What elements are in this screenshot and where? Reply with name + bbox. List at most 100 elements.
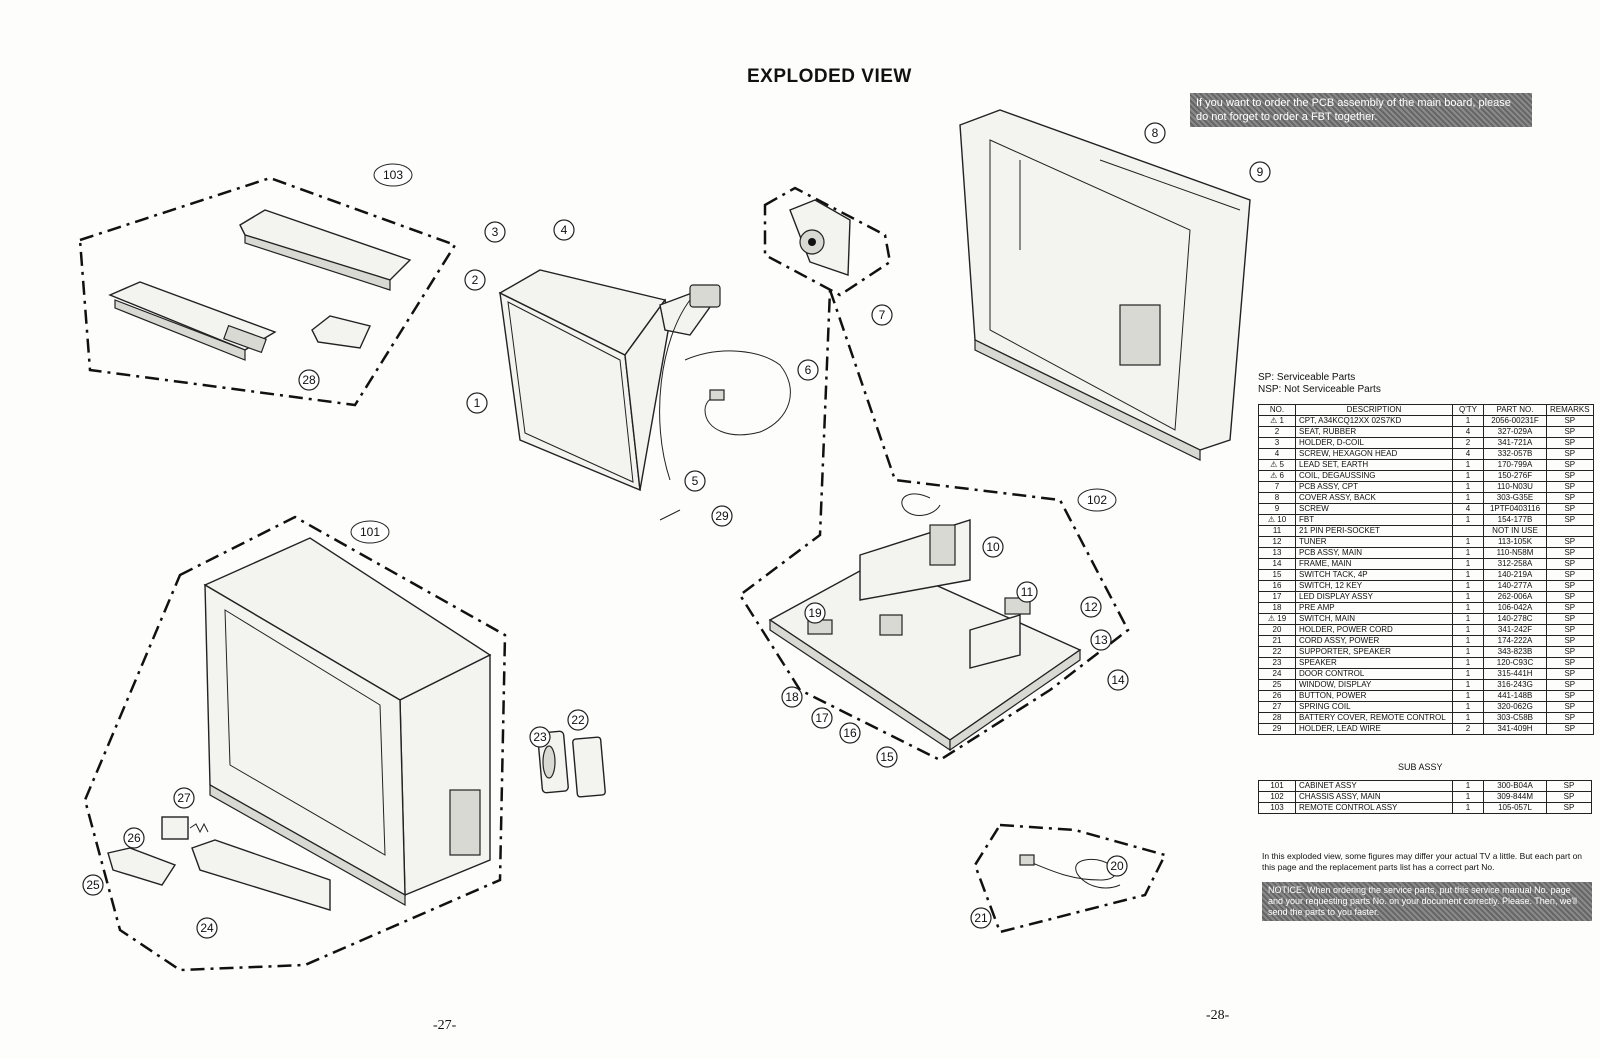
row-number: 28	[1258, 712, 1296, 724]
callout-12: 12	[1080, 596, 1102, 618]
row-number-text: 6	[1279, 471, 1284, 480]
row-qty: 1	[1452, 791, 1484, 803]
row-number: 11	[1258, 525, 1296, 537]
row-remarks: SP	[1546, 668, 1594, 680]
row-description: SWITCH, 12 KEY	[1295, 580, 1453, 592]
row-number-text: 14	[1272, 559, 1282, 568]
row-number: ⚠ 10	[1258, 514, 1296, 526]
row-remarks: SP	[1546, 470, 1594, 482]
safety-warning-icon: ⚠	[1270, 460, 1280, 469]
row-number: 8	[1258, 492, 1296, 504]
row-description: SPRING COIL	[1295, 701, 1453, 713]
row-number: 20	[1258, 624, 1296, 636]
svg-text:3: 3	[492, 225, 499, 239]
battery-cover	[311, 315, 371, 349]
row-description: SWITCH TACK, 4P	[1295, 569, 1453, 581]
row-remarks: SP	[1546, 547, 1594, 559]
row-qty: 1	[1452, 701, 1484, 713]
pcb-order-notice: If you want to order the PCB assembly of…	[1190, 93, 1532, 127]
page-number-right: -28-	[1206, 1008, 1230, 1023]
row-number: 25	[1258, 679, 1296, 691]
svg-text:6: 6	[805, 363, 812, 377]
row-description: SPEAKER	[1295, 657, 1453, 669]
callout-22: 22	[567, 709, 589, 731]
svg-text:1: 1	[474, 396, 481, 410]
row-description: TUNER	[1295, 536, 1453, 548]
row-description: REMOTE CONTROL ASSY	[1295, 802, 1453, 814]
row-number: 4	[1258, 448, 1296, 460]
row-part-no: 303-G35E	[1483, 492, 1547, 504]
row-qty: 1	[1452, 547, 1484, 559]
row-remarks: SP	[1546, 635, 1594, 647]
row-part-no: 343-823B	[1483, 646, 1547, 658]
row-description: CORD ASSY, POWER	[1295, 635, 1453, 647]
row-number: 27	[1258, 701, 1296, 713]
row-description: PRE AMP	[1295, 602, 1453, 614]
svg-text:12: 12	[1084, 600, 1098, 614]
row-qty: 1	[1452, 668, 1484, 680]
row-remarks: SP	[1546, 802, 1592, 814]
callout-103: 103	[373, 163, 413, 187]
main-chassis	[768, 493, 1082, 752]
row-number-text: 23	[1272, 658, 1282, 667]
row-number-text: 5	[1279, 460, 1284, 469]
svg-text:15: 15	[880, 750, 894, 764]
svg-text:4: 4	[561, 223, 568, 237]
legend-sp: SP: Serviceable Parts	[1258, 372, 1356, 383]
callout-18: 18	[781, 686, 803, 708]
row-part-no: 262-006A	[1483, 591, 1547, 603]
row-number-text: 16	[1272, 581, 1282, 590]
figure-difference-note: In this exploded view, some figures may …	[1262, 851, 1583, 872]
row-qty: 1	[1452, 481, 1484, 493]
row-part-no: 174-222A	[1483, 635, 1547, 647]
row-number-text: 20	[1272, 625, 1282, 634]
parts-table-header: NO. DESCRIPTION Q'TY PART NO. REMARKS	[1258, 404, 1594, 416]
row-remarks: SP	[1546, 481, 1594, 493]
row-part-no: 441-148B	[1483, 690, 1547, 702]
row-remarks: SP	[1546, 780, 1592, 792]
row-number: 14	[1258, 558, 1296, 570]
control-door	[191, 839, 331, 911]
row-number: 101	[1258, 780, 1296, 792]
row-number: 13	[1258, 547, 1296, 559]
header-qty: Q'TY	[1452, 404, 1484, 416]
row-number-text: 7	[1274, 482, 1280, 491]
row-number-text: 8	[1274, 493, 1280, 502]
row-description: 21 PIN PERI-SOCKET	[1295, 525, 1453, 537]
callout-10: 10	[982, 536, 1004, 558]
page-number-left: -27-	[433, 1018, 457, 1033]
row-number-text: 4	[1274, 449, 1280, 458]
svg-text:14: 14	[1111, 673, 1125, 687]
row-number-text: 17	[1272, 592, 1282, 601]
svg-text:26: 26	[127, 831, 141, 845]
row-number: 29	[1258, 723, 1296, 735]
row-part-no: 113-105K	[1483, 536, 1547, 548]
row-remarks: SP	[1546, 536, 1594, 548]
svg-text:22: 22	[571, 713, 585, 727]
row-number-text: 12	[1272, 537, 1282, 546]
svg-text:5: 5	[692, 474, 699, 488]
svg-text:9: 9	[1257, 165, 1264, 179]
row-qty: 2	[1452, 437, 1484, 449]
degaussing-coil	[684, 350, 791, 436]
callout-11: 11	[1016, 581, 1038, 603]
row-description: COVER ASSY, BACK	[1295, 492, 1453, 504]
row-number-text: 2	[1274, 427, 1280, 436]
row-description: CPT, A34KCQ12XX 02S7KD	[1295, 415, 1453, 427]
